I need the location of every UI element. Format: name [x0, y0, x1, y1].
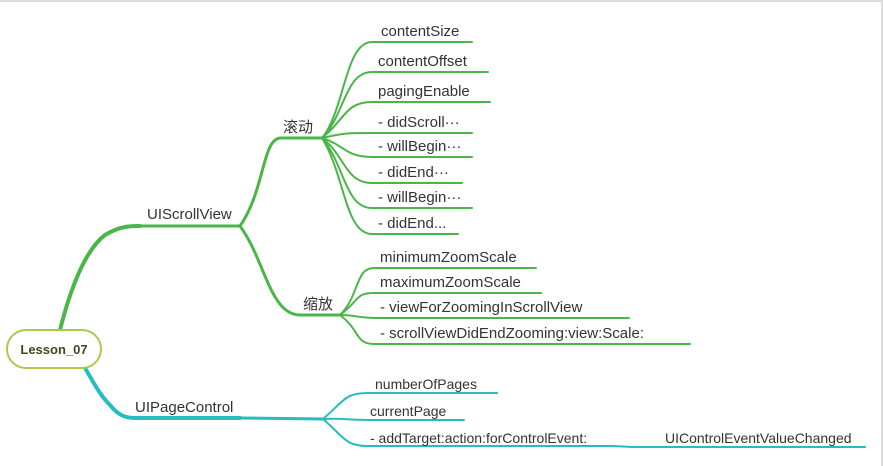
node-uipagecontrol[interactable]: UIPageControl [135, 399, 234, 416]
connector-pagecontrol-item-3 [322, 418, 614, 447]
connector-zooming-item-4 [339, 314, 691, 345]
connector-scrolling-item-2 [321, 71, 489, 139]
node-did-end-zooming[interactable]: - scrollViewDidEndZooming:view:Scale: [380, 325, 644, 342]
connector-scrolling-item-8 [321, 137, 459, 235]
node-will-begin-dragging[interactable]: - willBegin··· [378, 138, 462, 155]
connector-root-scrollview [58, 224, 142, 332]
connector-pagecontrol-item-2 [322, 417, 465, 421]
window-right-border [881, 0, 883, 466]
connector-scrolling-item-5 [321, 137, 473, 158]
node-view-for-zooming[interactable]: - viewForZoomingInScrollView [380, 299, 583, 316]
connector-scrolling-item-1 [321, 41, 473, 139]
node-did-end-dragging[interactable]: - didEnd··· [378, 164, 449, 181]
connector-scrolling-item-7 [321, 137, 473, 209]
node-scrolling[interactable]: 滚动 [283, 119, 314, 136]
connector-scrolling-item-6 [321, 137, 463, 184]
node-current-page[interactable]: currentPage [370, 403, 447, 419]
connector-scrolling-item-3 [321, 101, 491, 139]
node-content-offset[interactable]: contentOffset [378, 53, 467, 70]
connector-pagecontrol-hub [238, 416, 325, 421]
node-zooming[interactable]: 缩放 [303, 296, 334, 313]
node-will-begin-decelerating[interactable]: - willBegin··· [378, 189, 462, 206]
node-uiscrollview[interactable]: UIScrollView [147, 206, 232, 223]
connector-scrollview-scrolling [238, 136, 324, 228]
node-control-event-value-changed[interactable]: UIControlEventValueChanged [665, 430, 852, 446]
root-node[interactable]: Lesson_07 [6, 329, 102, 369]
connector-zooming-item-1 [339, 267, 537, 316]
node-minimum-zoom-scale[interactable]: minimumZoomScale [380, 249, 517, 266]
connector-zooming-item-2 [339, 292, 542, 316]
root-label: Lesson_07 [20, 341, 88, 357]
node-paging-enable[interactable]: pagingEnable [378, 83, 470, 100]
connector-scrolling-item-4 [321, 132, 473, 139]
connector-zooming-item-3 [339, 314, 630, 319]
connector-scrollview-zooming [238, 224, 342, 317]
connector-pagecontrol-item-1 [322, 392, 498, 420]
node-number-of-pages[interactable]: numberOfPages [375, 376, 477, 392]
connector-root-pagecontrol [83, 366, 242, 420]
node-add-target[interactable]: - addTarget:action:forControlEvent: [370, 430, 588, 446]
window-top-border [0, 0, 883, 2]
node-did-end-decelerating[interactable]: - didEnd... [378, 215, 447, 232]
node-did-scroll[interactable]: - didScroll··· [378, 114, 460, 131]
node-content-size[interactable]: contentSize [381, 23, 460, 40]
node-maximum-zoom-scale[interactable]: maximumZoomScale [380, 274, 521, 291]
connector-addtarget-event [612, 445, 866, 448]
